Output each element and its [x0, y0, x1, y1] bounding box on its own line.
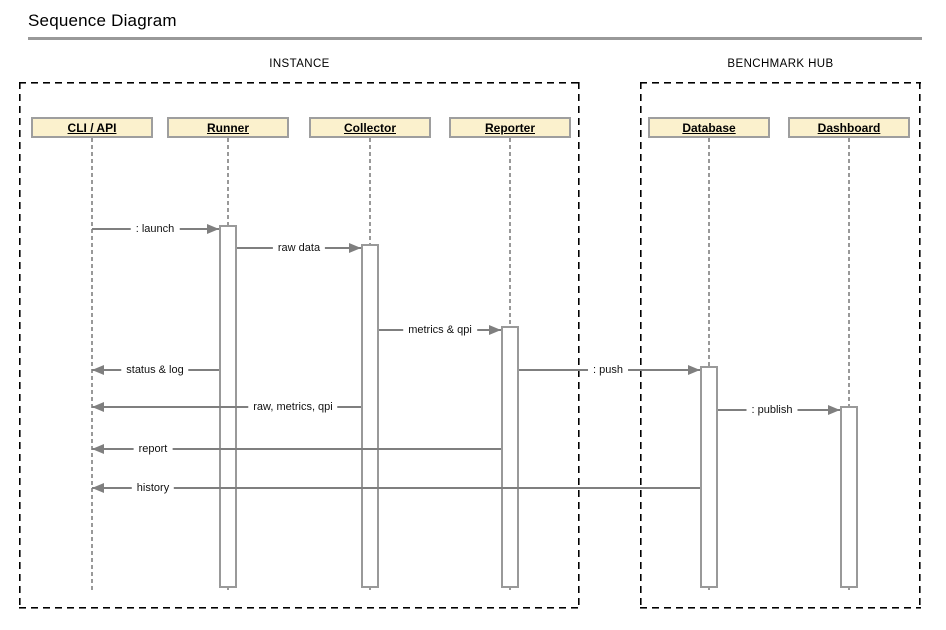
- message-metrics-qpi: metrics & qpi: [379, 324, 501, 336]
- title-divider: [28, 37, 922, 40]
- message-report: report: [92, 443, 501, 455]
- frame-label-benchmark-hub: BENCHMARK HUB: [727, 58, 834, 70]
- lifeline-database: [708, 138, 710, 592]
- lifeline-head-reporter: Reporter: [449, 117, 571, 138]
- arrowhead-left-icon: [92, 483, 104, 493]
- lifeline-head-cli-api: CLI / API: [31, 117, 153, 138]
- message-label: raw data: [272, 242, 326, 254]
- lifeline-head-database: Database: [648, 117, 770, 138]
- activation-database: [700, 366, 718, 588]
- message-label: : publish: [746, 404, 798, 416]
- message-raw-data: raw data: [237, 242, 361, 254]
- message-line: [92, 487, 700, 489]
- arrowhead-right-icon: [688, 365, 700, 375]
- message-launch: : launch: [92, 223, 219, 235]
- message-label: raw, metrics, qpi: [248, 401, 338, 413]
- page-title: Sequence Diagram: [28, 11, 177, 30]
- frame-label-instance: INSTANCE: [269, 58, 330, 70]
- message-status-log: status & log: [92, 364, 219, 376]
- activation-collector: [361, 244, 379, 588]
- arrowhead-left-icon: [92, 365, 104, 375]
- message-raw-metrics-qpi: raw, metrics, qpi: [92, 401, 361, 413]
- frame-instance: [19, 82, 580, 609]
- activation-reporter: [501, 326, 519, 588]
- message-label: report: [133, 443, 173, 455]
- arrowhead-left-icon: [92, 402, 104, 412]
- message-label: history: [131, 482, 175, 494]
- message-label: : push: [588, 364, 628, 376]
- message-label: metrics & qpi: [403, 324, 477, 336]
- arrowhead-right-icon: [349, 243, 361, 253]
- arrowhead-right-icon: [489, 325, 501, 335]
- message-push: : push: [519, 364, 700, 376]
- lifeline-head-runner: Runner: [167, 117, 289, 138]
- arrowhead-right-icon: [207, 224, 219, 234]
- activation-dashboard: [840, 406, 858, 588]
- lifeline-head-dashboard: Dashboard: [788, 117, 910, 138]
- message-label: status & log: [121, 364, 189, 376]
- arrowhead-right-icon: [828, 405, 840, 415]
- arrowhead-left-icon: [92, 444, 104, 454]
- message-line: [92, 406, 361, 408]
- lifeline-head-collector: Collector: [309, 117, 431, 138]
- frame-benchmark-hub: [640, 82, 921, 609]
- message-label: : launch: [130, 223, 180, 235]
- lifeline-dashboard: [848, 138, 850, 592]
- message-publish: : publish: [718, 404, 840, 416]
- message-line: [92, 448, 501, 450]
- message-history: history: [92, 482, 700, 494]
